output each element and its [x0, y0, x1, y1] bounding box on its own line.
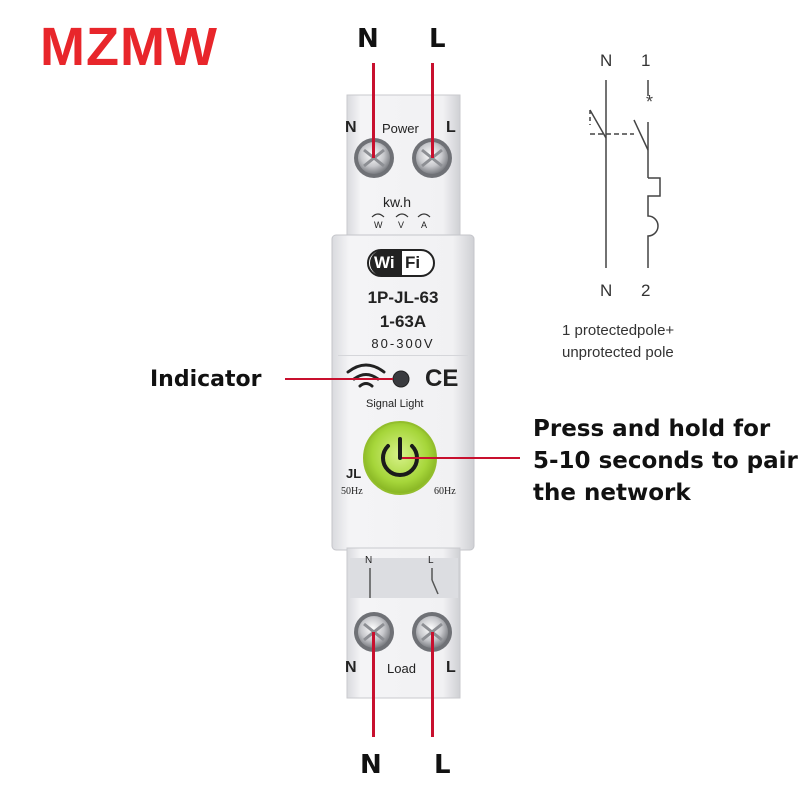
screw-terminal-top-l: [412, 138, 452, 178]
indicator-callout: Indicator: [150, 367, 262, 392]
current-range: 1-63A: [379, 312, 427, 331]
wire-bottom-l: [431, 632, 434, 737]
schematic-bottom-left-label: N: [600, 281, 613, 300]
pairing-callout-line-1: Press and hold for: [533, 416, 771, 442]
signal-light-label: Signal Light: [366, 398, 424, 410]
meter-w-label: W: [374, 220, 383, 230]
bottom-neutral-label: N: [360, 750, 382, 780]
wiring-schematic: *: [589, 80, 661, 268]
voltage-range: 80-300V: [371, 336, 435, 351]
meter-a-label: A: [421, 220, 428, 230]
schematic-caption-line-2: unprotected pole: [562, 344, 674, 361]
top-live-label: L: [429, 24, 446, 54]
meter-unit: kw.h: [383, 194, 412, 210]
power-n-label: N: [345, 119, 357, 136]
freq-50hz-label: 50Hz: [341, 486, 363, 497]
schematic-bottom-right-label: 2: [641, 281, 651, 300]
pairing-callout-line-2: 5-10 seconds to pair: [533, 448, 798, 474]
power-title: Power: [382, 121, 419, 136]
pairing-callout-line-3: the network: [533, 480, 691, 506]
screw-terminal-top-n: [354, 138, 394, 178]
wifi-signal-icon: [346, 363, 386, 388]
lower-mark-l: L: [428, 555, 434, 566]
load-n-label: N: [345, 659, 357, 676]
brand-logo: MZMW: [40, 17, 218, 77]
wifi-badge-text-wi: Wi: [374, 253, 395, 272]
indicator-led: [392, 370, 410, 388]
load-title: Load: [387, 661, 416, 676]
top-neutral-label: N: [357, 24, 379, 54]
model-number: 1P-JL-63: [367, 288, 439, 307]
bottom-live-label: L: [434, 750, 451, 780]
ce-mark: CE: [425, 365, 459, 392]
load-l-label: L: [446, 659, 456, 676]
schematic-top-right-label: 1: [641, 51, 651, 70]
front-panel: [331, 234, 475, 551]
callout-line-indicator: [285, 378, 393, 380]
schematic-top-left-label: N: [600, 51, 613, 70]
wifi-badge-text-fi: Fi: [405, 253, 421, 272]
schematic-caption-line-1: 1 protectedpole+: [562, 322, 675, 339]
power-l-label: L: [446, 119, 456, 136]
callout-line-pairing: [402, 457, 520, 459]
wire-top-l: [431, 63, 434, 158]
svg-text:*: *: [646, 92, 653, 112]
meter-v-label: V: [398, 220, 405, 230]
lower-mark-n: N: [365, 555, 373, 566]
wire-bottom-n: [372, 632, 375, 737]
wire-top-n: [372, 63, 375, 158]
freq-60hz-label: 60Hz: [434, 486, 456, 497]
button-side-label: JL: [346, 466, 362, 481]
pairing-power-button: [363, 421, 437, 495]
